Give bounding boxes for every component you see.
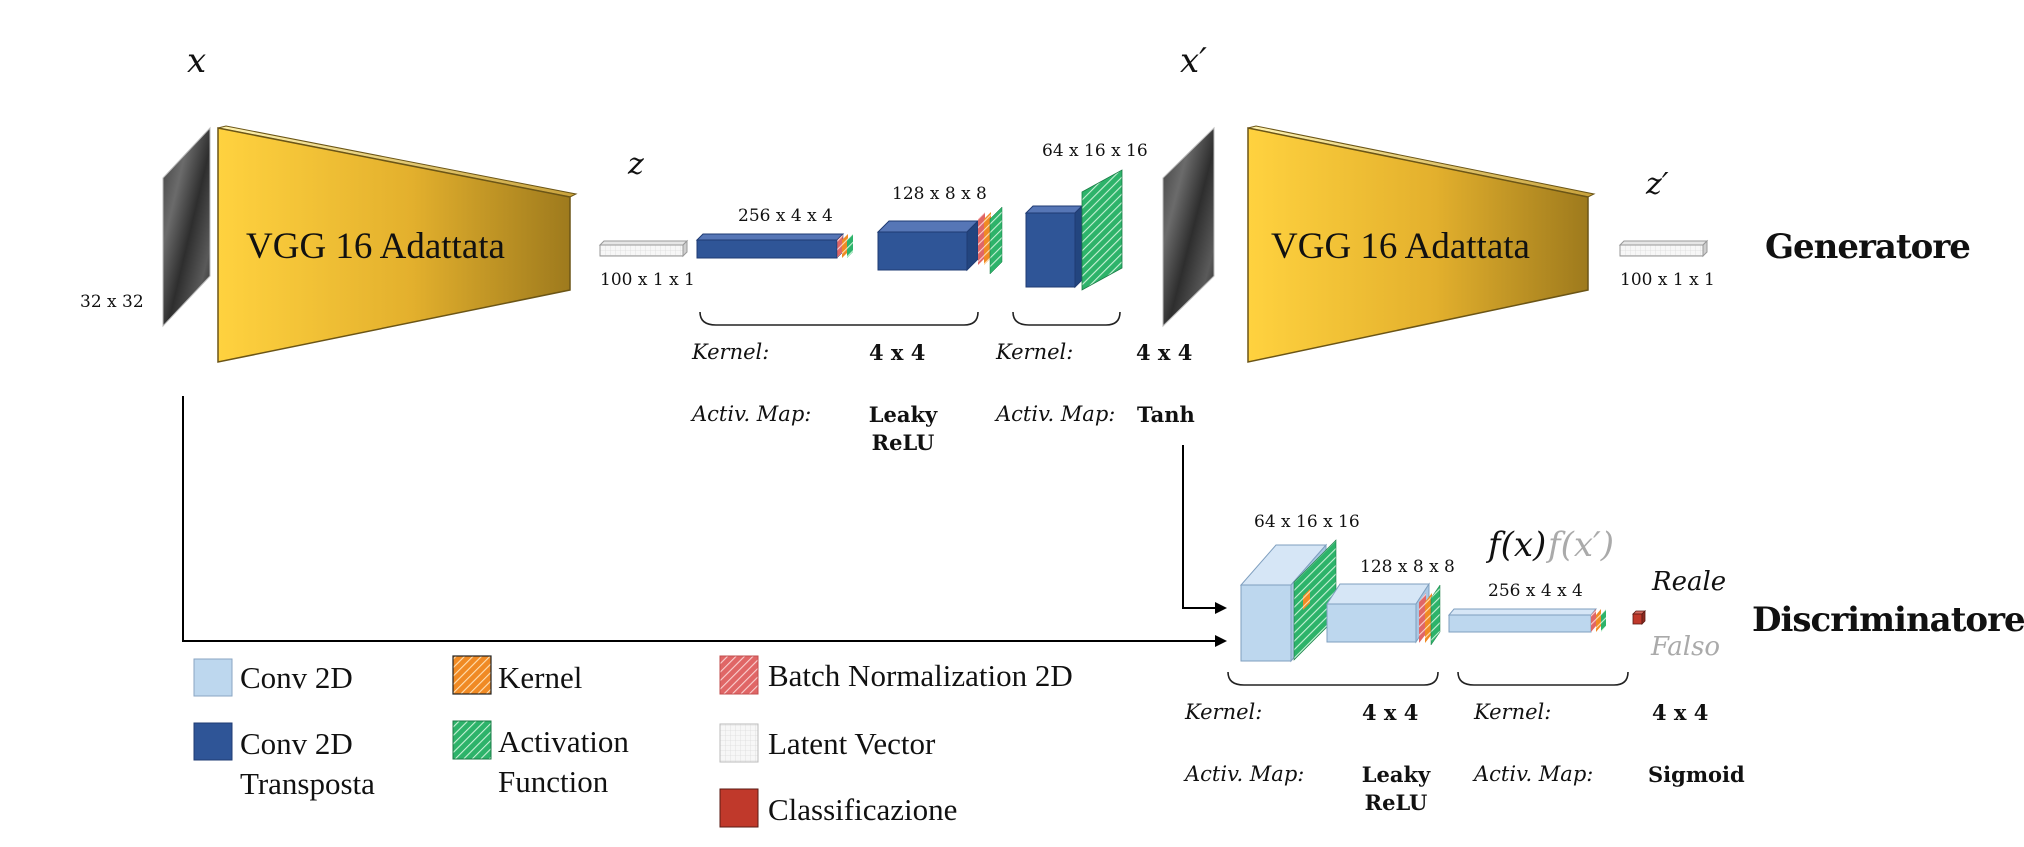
legend-swatch-conv2d [193, 658, 233, 697]
generator-brace-2 [1012, 311, 1121, 326]
conv-transpose-layer-256 [695, 233, 853, 259]
latent-vector-z [598, 239, 689, 258]
conv-layer-256 [1447, 608, 1606, 633]
generator-brace-1 [699, 311, 979, 326]
arrow-x-to-discriminator [182, 396, 1227, 647]
conv-transpose-layer-64 [1024, 169, 1123, 291]
vgg16-encoder-1 [217, 125, 578, 363]
arrow-x-prime-to-discriminator [1182, 445, 1227, 614]
classification-output [1632, 610, 1646, 625]
input-image-x [162, 126, 211, 328]
legend-swatch-batchnorm [719, 655, 759, 695]
conv-layer-128 [1326, 582, 1441, 646]
output-image-x-prime [1162, 126, 1215, 328]
legend-swatch-classification [719, 788, 759, 828]
discriminator-brace-1 [1227, 671, 1439, 686]
legend-swatch-kernel [452, 655, 492, 695]
legend-swatch-conv2d-transposta [193, 722, 233, 761]
latent-vector-z-prime [1618, 239, 1709, 258]
legend-swatch-activation [452, 720, 492, 760]
conv-transpose-layer-128 [876, 206, 1003, 275]
conv-layer-64 [1239, 539, 1337, 663]
vgg16-encoder-2 [1247, 125, 1596, 363]
legend-swatch-latent [719, 723, 759, 763]
discriminator-brace-2 [1457, 671, 1629, 686]
